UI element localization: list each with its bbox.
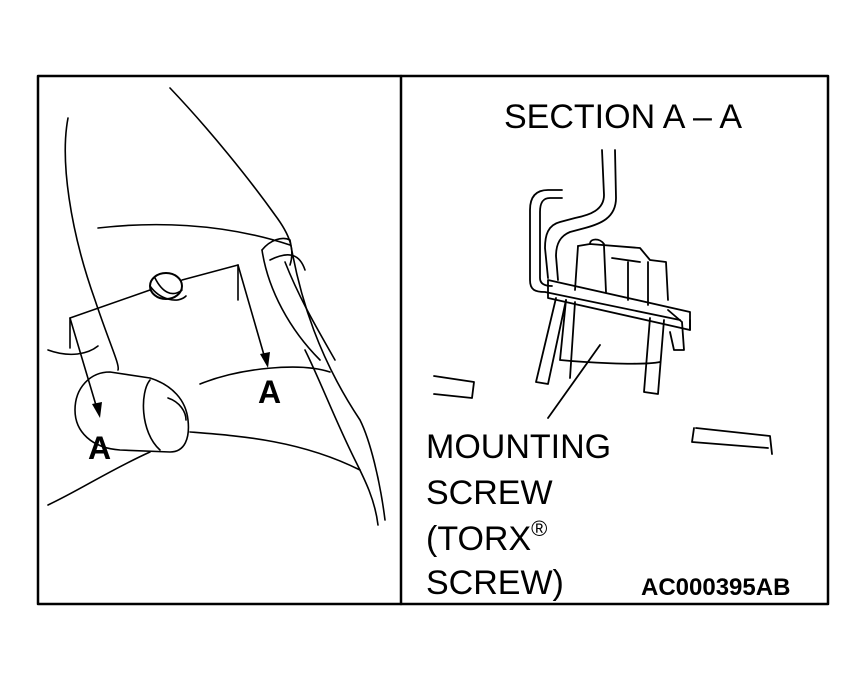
section-title: SECTION A – A (504, 98, 743, 136)
torx-prefix: (TORX (426, 520, 532, 558)
registered-mark: ® (531, 516, 548, 541)
section-callout-left: A (88, 430, 112, 466)
mounting-screw-label-line3: (TORX® (426, 518, 547, 558)
mounting-screw-label-line2: SCREW (426, 474, 553, 512)
right-panel-artwork (433, 149, 773, 455)
left-panel-artwork (47, 87, 386, 526)
mounting-screw-label-line4: SCREW) (426, 564, 564, 602)
mounting-screw-label-line1: MOUNTING (426, 428, 612, 466)
outer-frame (36, 74, 830, 606)
figure-code: AC000395AB (641, 574, 791, 601)
section-callout-right: A (258, 374, 282, 410)
